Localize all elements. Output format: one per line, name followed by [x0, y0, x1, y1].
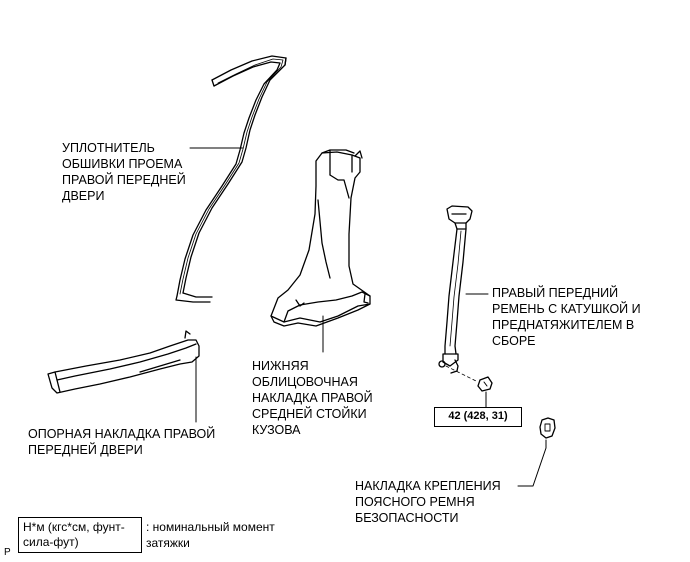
pillar-garnish-label: НИЖНЯЯ ОБЛИЦОВОЧНАЯ НАКЛАДКА ПРАВОЙ СРЕД… — [252, 359, 373, 437]
torque-value-box: 42 (428, 31) — [434, 407, 522, 427]
torque-legend-description: : номинальный момент затяжки — [146, 520, 275, 550]
seat-belt-assembly-part — [438, 205, 473, 374]
scuff-plate-label: ОПОРНАЯ НАКЛАДКА ПРАВОЙ ПЕРЕДНЕЙ ДВЕРИ — [28, 427, 216, 457]
leader-anchor-cover — [517, 439, 547, 487]
anchor-bolt — [445, 365, 493, 408]
scuff-plate-part — [47, 330, 200, 394]
torque-unit-legend-box: Н*м (кгс*см, фунт- сила-фут) — [18, 517, 142, 553]
center-pillar-garnish-part — [270, 149, 371, 327]
seat-belt-label: ПРАВЫЙ ПЕРЕДНИЙ РЕМЕНЬ С КАТУШКОЙ И ПРЕД… — [492, 286, 641, 348]
anchor-cover-label: НАКЛАДКА КРЕПЛЕНИЯ ПОЯСНОГО РЕМНЯ БЕЗОПА… — [355, 479, 501, 525]
door-weatherstrip-part — [175, 55, 287, 303]
weatherstrip-label: УПЛОТНИТЕЛЬ ОБШИВКИ ПРОЕМА ПРАВОЙ ПЕРЕДН… — [62, 141, 186, 203]
leader-lines — [189, 147, 547, 487]
anchor-cover-part — [539, 417, 556, 439]
corner-mark: P — [4, 547, 11, 558]
